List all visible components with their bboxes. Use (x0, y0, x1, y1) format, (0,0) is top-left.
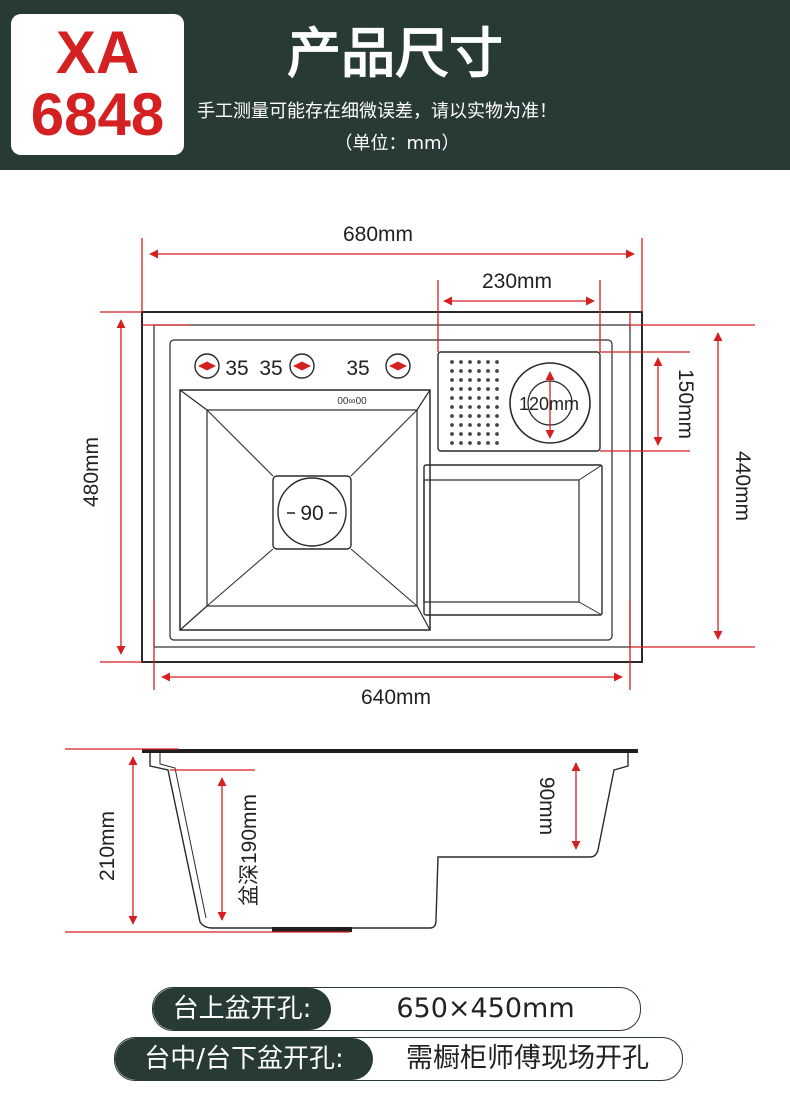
cup-rinser (509, 362, 591, 444)
sink-side-view (142, 749, 638, 932)
drainboard-height-label: 150mm (674, 369, 697, 439)
hole-spacing-label-1: 35 (225, 357, 248, 380)
model-line-2: 6848 (30, 81, 165, 148)
hole-spacing-label-3: 35 (346, 357, 369, 380)
side-step-depth-label: 90mm (535, 777, 558, 835)
main-basin-floor (206, 409, 418, 607)
measurement-note: 手工测量可能存在细微误差，请以实物为准！ (197, 101, 557, 122)
control-label: 00∞00 (337, 396, 367, 407)
rinser-diameter-label: 120mm (519, 394, 579, 414)
page-title: 产品尺寸 (0, 22, 790, 86)
drainboard-width-label: 230mm (482, 270, 552, 293)
drain-diameter-label: 90 (300, 502, 323, 525)
sink-top-view (141, 311, 643, 663)
dimension-drawing: 680mm 230mm 640mm 480mm 440mm 150mm 35 3… (65, 223, 755, 933)
drainboard-dots (450, 360, 499, 445)
hole-spacing-label-2: 35 (259, 357, 282, 380)
cutout-row-top-mount: 台上盆开孔: 650×450mm (152, 987, 641, 1031)
faucet-hole-middle (289, 353, 315, 379)
unit-note: （单位：mm） (334, 133, 460, 154)
sink-inner-rim (153, 324, 631, 648)
cutout-value-under-mount: 需橱柜师傅现场开孔 (406, 1043, 649, 1074)
overall-height-label: 480mm (80, 437, 103, 507)
drainboard-panel (437, 351, 601, 452)
sink-outer-rim (141, 311, 643, 663)
faucet-hole-left (194, 353, 220, 379)
faucet-hole-right (385, 353, 411, 379)
drain-square (272, 475, 352, 550)
model-badge: XA 6848 (11, 14, 184, 155)
cutout-label-under-mount: 台中/台下盆开孔: (115, 1038, 373, 1080)
main-basin-outer (179, 389, 431, 631)
side-countertop-rim (142, 749, 638, 753)
basin-height-label: 440mm (731, 451, 754, 521)
side-drain-plug (272, 927, 352, 932)
cutout-label-top-mount: 台上盆开孔: (153, 988, 331, 1030)
cutout-row-under-mount: 台中/台下盆开孔: 需橱柜师傅现场开孔 (114, 1037, 683, 1081)
step-basin-floor (423, 479, 580, 603)
dimension-lines-side (65, 748, 581, 933)
drain-circle (277, 477, 347, 547)
overall-width-label: 680mm (343, 223, 413, 246)
dimension-lines-top (100, 238, 755, 690)
basin-width-label: 640mm (361, 686, 431, 709)
page-title-text: 产品尺寸 (287, 22, 503, 85)
side-total-height-label: 210mm (96, 811, 119, 881)
side-basin-depth-label: 盆深190mm (238, 794, 261, 906)
step-basin-outer (423, 464, 603, 616)
header-banner: XA 6848 产品尺寸 手工测量可能存在细微误差，请以实物为准！ （单位：mm… (0, 0, 790, 170)
cutout-value-top-mount: 650×450mm (396, 993, 575, 1024)
sink-basin-top-edge (169, 339, 613, 641)
side-basin-profile (149, 753, 629, 929)
model-line-1: XA (55, 19, 140, 86)
